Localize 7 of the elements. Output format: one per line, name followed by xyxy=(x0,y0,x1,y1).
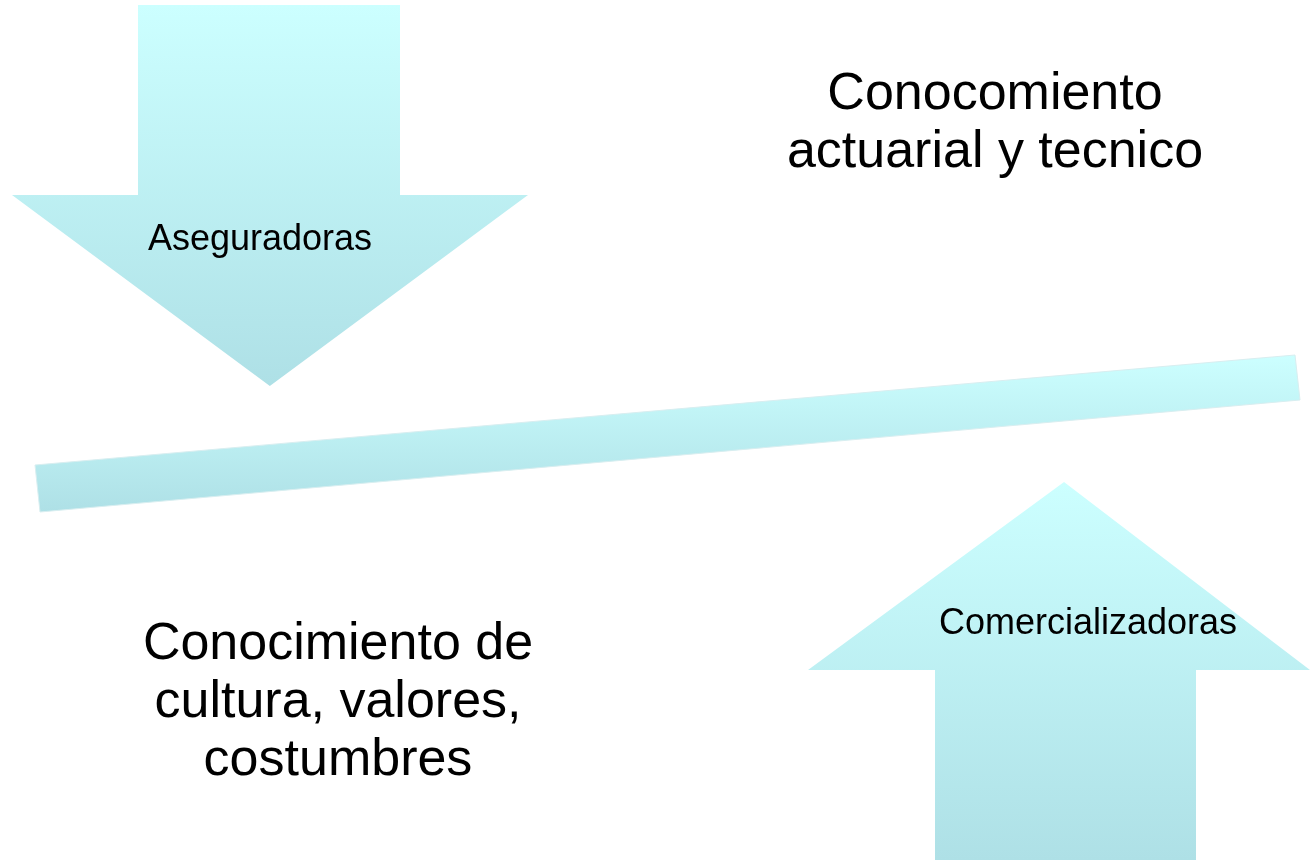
down-block-arrow xyxy=(12,5,528,386)
balance-beam xyxy=(35,355,1300,512)
up-block-arrow xyxy=(808,482,1310,860)
arrow-label: Comercializadoras xyxy=(938,601,1238,643)
arrow-label: Aseguradoras xyxy=(147,217,373,259)
text-label: Conocimiento de cultura, valores, costumbres xyxy=(141,612,535,786)
text-label: Conocomiento actuarial y tecnico xyxy=(785,62,1205,178)
